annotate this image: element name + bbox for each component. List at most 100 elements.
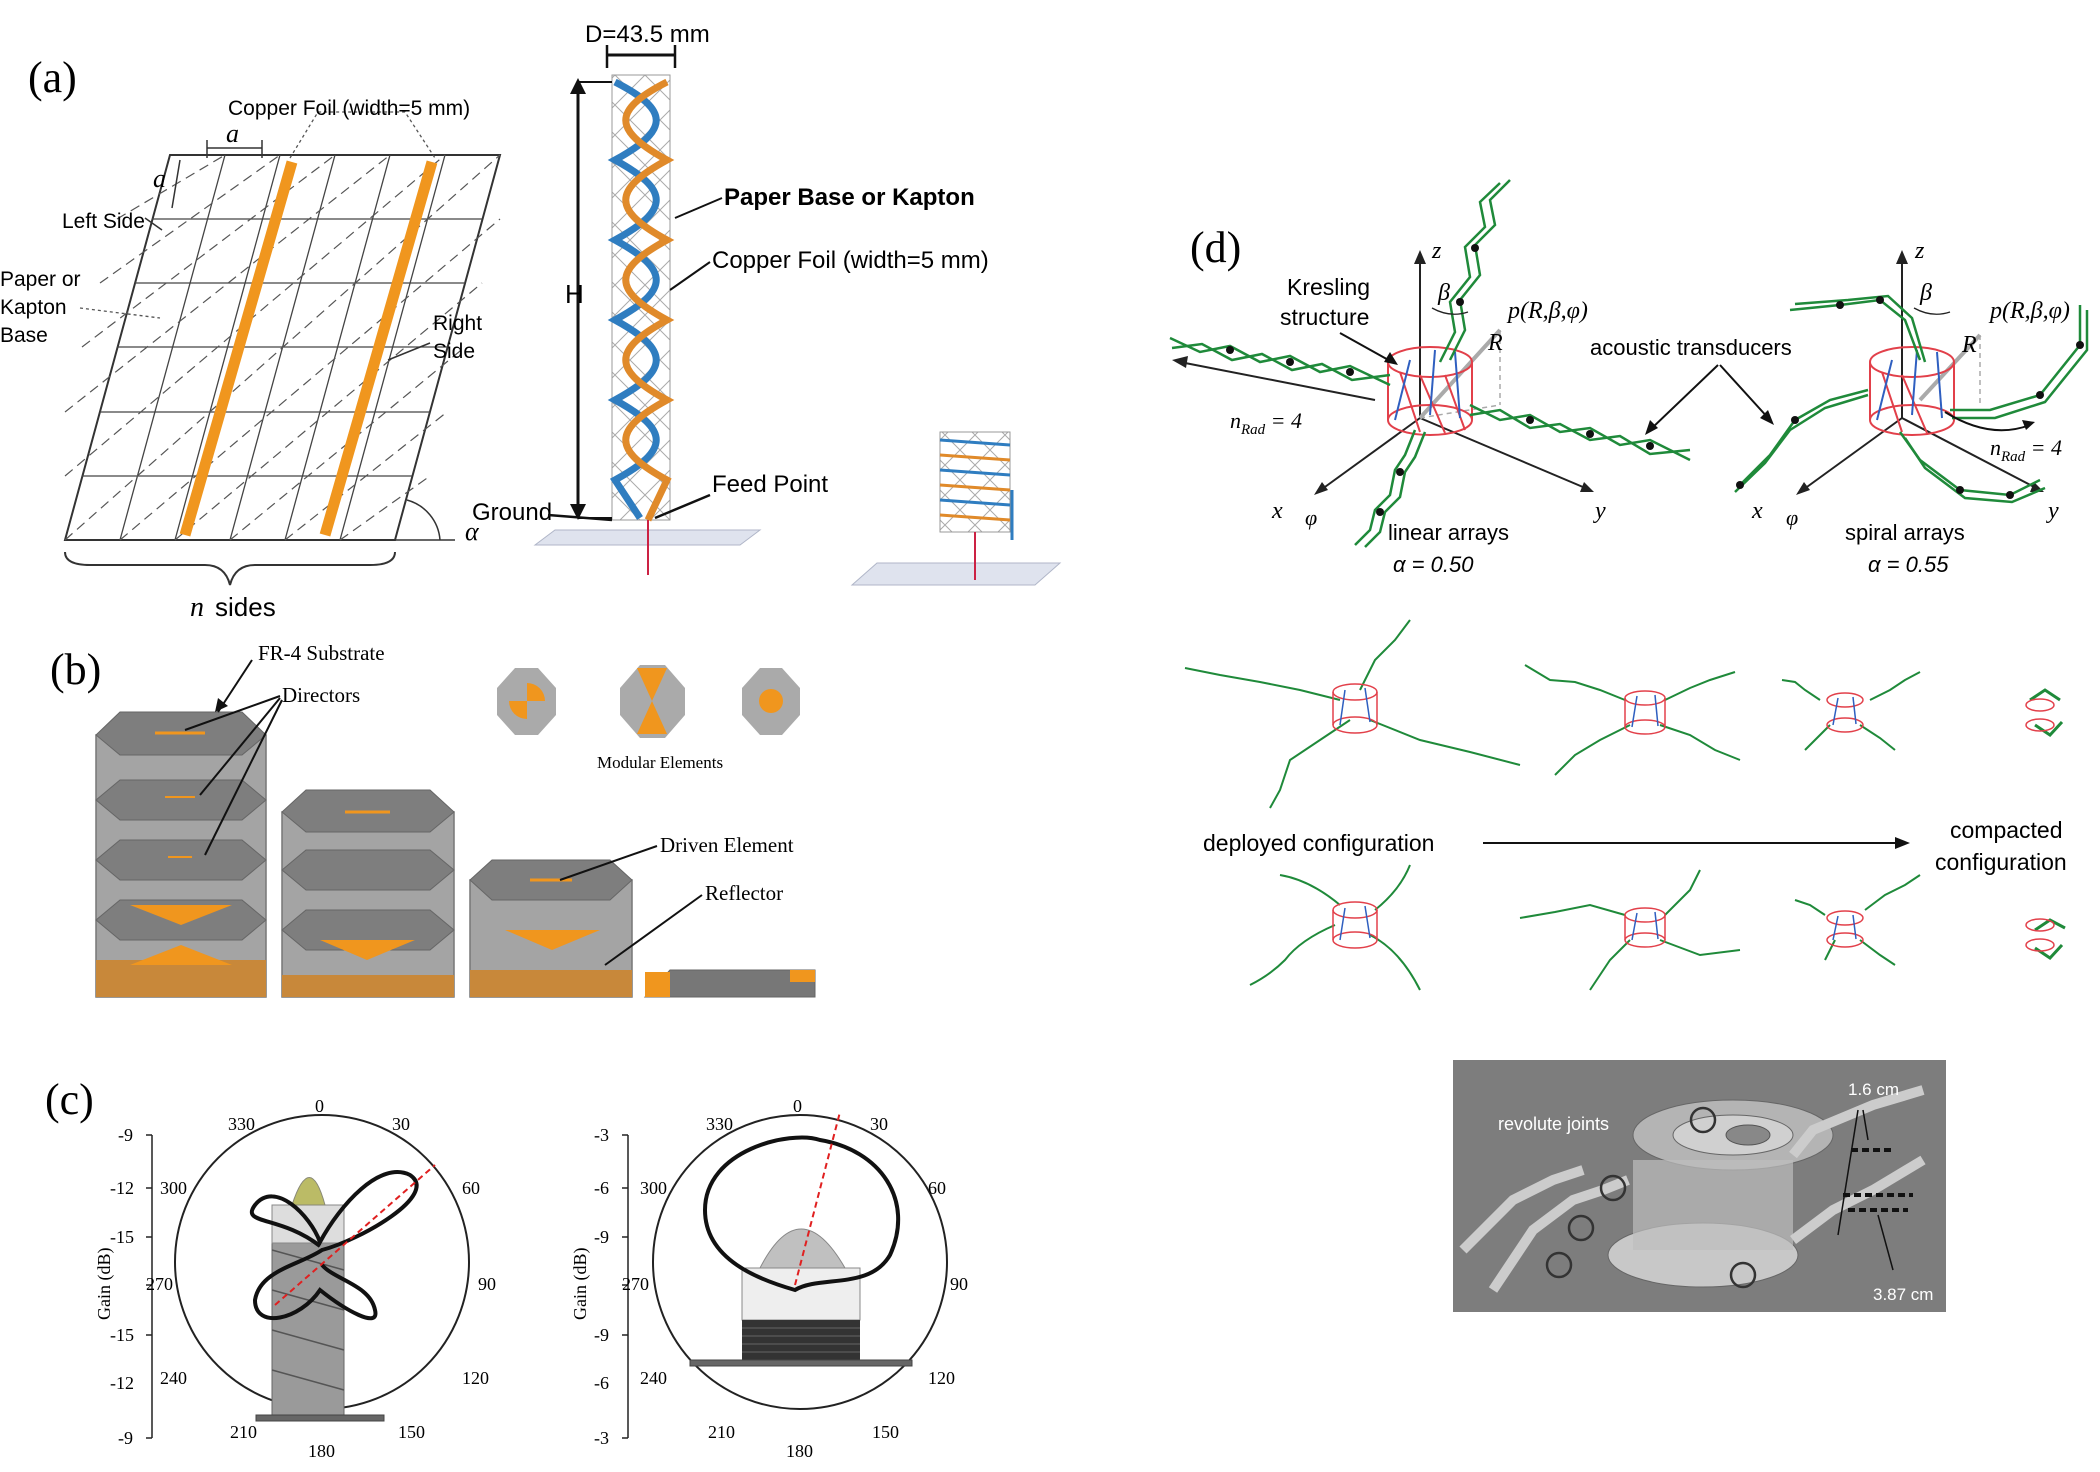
- panel-a: (a): [0, 21, 1062, 623]
- a-left-label: a: [153, 164, 166, 193]
- modular-elements: Modular Elements: [497, 665, 800, 772]
- feed-point-label: Feed Point: [712, 471, 828, 498]
- gain-tick: -9: [118, 1125, 133, 1145]
- spiral-config-1: [1249, 864, 1421, 991]
- right-side-label-1: Right: [433, 312, 482, 335]
- dimension-3-87cm: 3.87 cm: [1873, 1285, 1933, 1304]
- gain-tick: -9: [594, 1227, 609, 1247]
- panel-b: (b): [50, 641, 816, 998]
- x-axis-label: x: [1271, 498, 1283, 524]
- y-axis-label: y: [2046, 498, 2059, 524]
- angle-label: 30: [392, 1114, 410, 1134]
- gain-tick: -3: [594, 1428, 609, 1448]
- helix-antenna-tower: D=43.5 mm H Paper Base or Kapton Copper …: [472, 21, 989, 575]
- compacted-label-1: compacted: [1950, 817, 2063, 843]
- angle-label: 150: [872, 1422, 899, 1442]
- panel-b-label: (b): [50, 645, 101, 694]
- angle-label: 180: [786, 1441, 813, 1461]
- y-axis-label: y: [1593, 498, 1606, 524]
- mechanism-drawing: revolute joints 1.6 cm 3.87 cm: [1453, 1060, 1946, 1312]
- compacted-label-2: configuration: [1935, 849, 2067, 875]
- angle-270: 270: [146, 1274, 173, 1294]
- panel-d: (d): [1169, 179, 2089, 991]
- gain-tick: -9: [594, 1325, 609, 1345]
- linear-config-3: [1781, 671, 1921, 751]
- linear-deployment-sequence: [1184, 619, 2064, 809]
- yagi-stack-tall: [95, 711, 267, 998]
- spiral-config-3: [1794, 874, 1921, 966]
- p-label: p(R,β,φ): [1506, 298, 1588, 324]
- angle-label: 240: [640, 1368, 667, 1388]
- copper-foil-side-label: Copper Foil (width=5 mm): [712, 247, 989, 274]
- orange-helix: [622, 78, 675, 522]
- gain-tick: -6: [594, 1178, 609, 1198]
- panel-d-label: (d): [1190, 223, 1241, 272]
- angle-label: 210: [230, 1422, 257, 1442]
- copper-strip: [319, 160, 438, 537]
- angle-label: 90: [950, 1274, 968, 1294]
- spiral-deployment-sequence: [1249, 864, 2066, 991]
- linear-config-2: [1524, 664, 1741, 776]
- beta-label: β: [1437, 280, 1450, 306]
- angle-label: 60: [462, 1178, 480, 1198]
- panel-c-label: (c): [45, 1075, 94, 1124]
- angle-label: 330: [706, 1114, 733, 1134]
- driven-element-label: Driven Element: [660, 833, 794, 857]
- gain-axis-label: Gain (dB): [94, 1248, 115, 1320]
- ground-label: Ground: [472, 499, 552, 526]
- acoustic-transducers-label: acoustic transducers: [1590, 335, 1792, 360]
- beta-label: β: [1919, 280, 1932, 306]
- kresling-label-1: Kresling: [1287, 274, 1370, 300]
- polar-plot-left: -9 -12 -15 270 -15 -12 -9 Gain (dB) 0 30…: [94, 1096, 496, 1461]
- angle-label: 90: [478, 1274, 496, 1294]
- gain-axis-label: Gain (dB): [570, 1248, 591, 1320]
- linear-config-1: [1184, 619, 1521, 809]
- deployed-label: deployed configuration: [1203, 830, 1434, 856]
- kresling-label-2: structure: [1280, 304, 1369, 330]
- radiation-pattern: [249, 1170, 419, 1321]
- diameter-label: D=43.5 mm: [585, 21, 710, 48]
- n-rad-label: nRad = 4: [1230, 408, 1302, 438]
- gain-tick: -15: [110, 1325, 134, 1345]
- yagi-stack-medium: [281, 789, 455, 998]
- spiral-arrays-label: spiral arrays: [1845, 520, 1965, 545]
- angle-label: 210: [708, 1422, 735, 1442]
- height-label: H: [565, 279, 584, 309]
- gain-tick: -9: [118, 1428, 133, 1448]
- n-rad-label: nRad = 4: [1990, 435, 2062, 465]
- copper-foil-label: Copper Foil (width=5 mm): [228, 97, 470, 120]
- reflector-label: Reflector: [705, 881, 783, 905]
- angle-label: 300: [640, 1178, 667, 1198]
- kresling-spiral-arrays: z β p(R,β,φ) R acoustic transducers nRad…: [1590, 238, 2089, 577]
- paper-base-label-2: Kapton: [0, 296, 67, 319]
- paper-base-kapton-label: Paper Base or Kapton: [724, 184, 975, 211]
- z-axis-label: z: [1914, 238, 1925, 264]
- x-axis-label: x: [1751, 498, 1763, 524]
- kresling-linear-arrays: Kresling structure z β p(R,β,φ) R nRad =…: [1169, 179, 1691, 577]
- angle-label: 0: [793, 1096, 802, 1116]
- spiral-config-4: [2025, 918, 2066, 960]
- angle-270: 270: [622, 1274, 649, 1294]
- angle-label: 120: [928, 1368, 955, 1388]
- panel-c: (c) -9 -12 -15 270 -15 -12 -9 Gain (dB): [45, 1075, 968, 1461]
- linear-arrays-label: linear arrays: [1388, 520, 1509, 545]
- gain-tick: -15: [110, 1227, 134, 1247]
- directors-label: Directors: [282, 683, 360, 707]
- polar-plot-right: -3 -6 -9 270 -9 -6 -3 Gain (dB) 0 30 60 …: [570, 1096, 968, 1461]
- yagi-flat: [643, 969, 816, 998]
- n-label: n: [190, 592, 204, 623]
- origami-sheet-diagram: α a a Copper Foil (width=5 mm) Left Side…: [0, 97, 502, 623]
- paper-base-label-3: Base: [0, 324, 48, 347]
- configuration-arrow: deployed configuration compacted configu…: [1203, 817, 2067, 875]
- angle-label: 300: [160, 1178, 187, 1198]
- folded-helix-tower: [850, 431, 1062, 586]
- gain-tick: -3: [594, 1125, 609, 1145]
- angle-label: 0: [315, 1096, 324, 1116]
- angle-label: 180: [308, 1441, 335, 1461]
- polar-circle: [652, 1114, 948, 1410]
- r-label: R: [1961, 332, 1977, 358]
- angle-label: 330: [228, 1114, 255, 1134]
- angle-label: 150: [398, 1422, 425, 1442]
- copper-strip: [179, 160, 298, 537]
- r-label: R: [1487, 330, 1503, 356]
